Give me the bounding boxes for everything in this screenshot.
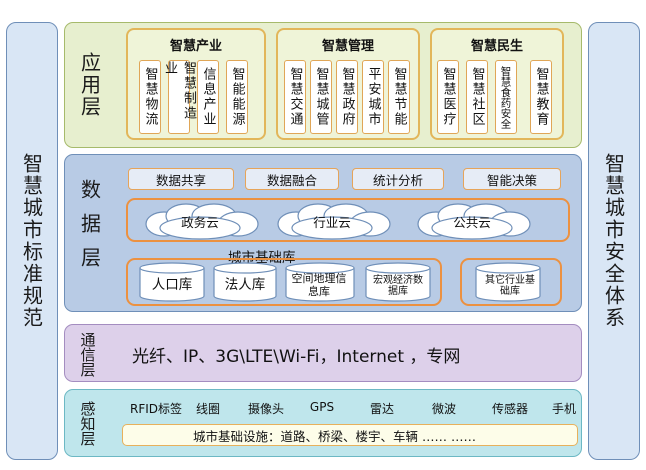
sensing-device: 手机 [551,402,576,416]
database-cylinder [365,262,431,302]
infrastructure-bar: 城市基础设施：道路、桥梁、楼宇、车辆 …… …… [122,424,578,446]
app-item: 智慧制造业 [162,60,196,134]
database-cylinder [475,262,541,302]
database-cylinders [139,262,541,302]
app-item: 智慧城管 [310,60,332,134]
industry-group-title: 智慧产业 [169,39,222,54]
cloud-shape [145,203,259,240]
sensing-device: 摄像头 [247,402,284,416]
cloud-shape [417,203,531,240]
cloud-label: 行业云 [313,215,351,230]
app-item: 智慧物流 [139,60,161,134]
standards-column-label: 智慧城市标准规范 [19,153,44,329]
communication-layer-title: 通信层 [78,331,97,377]
app-item: 信息产业 [197,60,219,134]
database-label: 宏观经济数据库 [373,274,423,298]
cloud-label: 政务云 [181,215,219,230]
app-item: 智能能源 [226,60,248,134]
sensing-layer-title: 感知层 [78,400,97,446]
app-item: 智慧节能 [388,60,410,134]
livelihood-group-title: 智慧民生 [470,39,523,54]
management-group-title: 智慧管理 [321,39,374,54]
communication-text: 光纤、IP、3G\LTE\Wi-Fi，Internet ，专网 [132,347,461,367]
security-column: 智慧城市安全体系 [588,22,640,460]
sensing-device: 微波 [431,402,456,416]
sensing-device: 线圈 [195,402,220,416]
app-item: 智慧政府 [336,60,358,134]
cloud-container [126,198,570,242]
base-db-container [126,258,442,306]
app-item: 平安城市 [362,60,384,134]
app-item: 智慧社区 [466,60,488,134]
data-function: 数据共享 [128,168,234,190]
sensing-device: RFID标签 [129,402,183,416]
cloud-icons [145,203,531,240]
data-function: 数据融合 [245,168,339,190]
database-cylinder [285,262,355,302]
application-layer-title: 应用层 [77,52,102,118]
standards-column: 智慧城市标准规范 [6,22,58,460]
data-function: 智能决策 [463,168,561,190]
other-db-container [460,258,562,306]
app-item: 智慧交通 [284,60,306,134]
sensing-device: 传感器 [491,402,528,416]
communication-layer [64,324,582,382]
sensing-device: GPS [309,400,335,414]
sensing-device: 雷达 [369,402,394,416]
database-label: 法人库 [224,277,266,294]
data-function: 统计分析 [352,168,444,190]
database-label: 人口库 [151,277,193,294]
cloud-label: 公共云 [453,215,491,230]
database-cylinder [213,262,277,302]
cloud-shape [277,203,391,240]
app-item: 智慧教育 [530,60,552,134]
database-cylinder [139,262,205,302]
app-item: 智慧食药安全 [495,60,517,134]
app-item: 智慧医疗 [437,60,459,134]
other-db-label: 其它行业基础库 [485,274,535,298]
database-label: 空间地理信息库 [291,272,347,298]
data-layer-title: 数据层 [77,179,102,281]
security-column-label: 智慧城市安全体系 [601,153,626,329]
